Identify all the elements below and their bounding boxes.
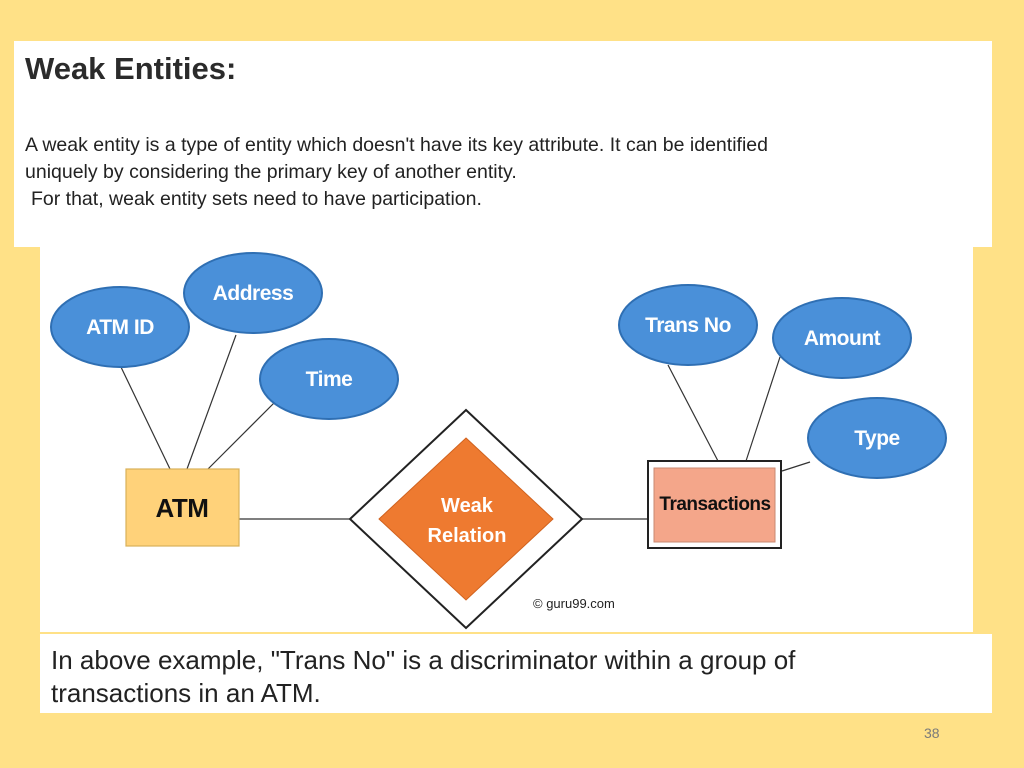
entity-atm: ATM [125, 468, 240, 547]
attribute-atm-id-label: ATM ID [86, 316, 154, 339]
attribute-amount-label: Amount [804, 327, 881, 350]
caption-line-1: In above example, "Trans No" is a discri… [51, 645, 796, 675]
description: A weak entity is a type of entity which … [25, 132, 975, 213]
attribute-address-label: Address [213, 282, 294, 305]
er-diagram: ATM ID Address Time Trans No Amount Type… [50, 252, 947, 630]
page-number: 38 [924, 725, 940, 741]
attribute-trans-no-label: Trans No [645, 314, 731, 337]
attribute-type: Type [807, 397, 947, 479]
attribute-amount-shape [772, 297, 912, 379]
description-line-1: A weak entity is a type of entity which … [25, 134, 768, 156]
attribute-time: Time [259, 338, 399, 420]
relationship-label-line-2: Relation [428, 525, 507, 547]
line-amount-transactions [745, 356, 781, 462]
caption-line-2: transactions in an ATM. [51, 678, 321, 708]
caption-text: In above example, "Trans No" is a discri… [51, 644, 971, 710]
line-atmid-atm [119, 364, 171, 470]
line-time-atm [207, 396, 281, 470]
attribute-trans-no-shape [618, 284, 758, 366]
page-title: Weak Entities: [25, 51, 237, 86]
description-line-3: For that, weak entity sets need to have … [31, 188, 482, 210]
entity-transactions: Transactions [647, 460, 782, 549]
attribute-type-label: Type [854, 427, 899, 450]
entity-atm-box [125, 468, 240, 547]
relationship-weak-relation: Weak Relation [348, 408, 584, 630]
attribute-trans-no: Trans No [618, 284, 758, 366]
attribute-amount: Amount [772, 297, 912, 379]
attribute-address-shape [183, 252, 323, 334]
entity-atm-label: ATM [156, 493, 209, 523]
header-panel: Weak Entities: A weak entity is a type o… [14, 41, 992, 247]
relationship-label-line-1: Weak [441, 495, 494, 517]
line-type-transactions [781, 461, 811, 472]
attribute-atm-id: ATM ID [50, 286, 190, 368]
er-diagram-panel: ATM ID Address Time Trans No Amount Type… [40, 247, 973, 632]
attribute-address: Address [183, 252, 323, 334]
relationship-inner-diamond [378, 437, 554, 601]
copyright-text: © guru99.com [533, 596, 615, 611]
caption-panel: In above example, "Trans No" is a discri… [40, 634, 992, 713]
attribute-atm-id-shape [50, 286, 190, 368]
entity-transactions-label: Transactions [659, 494, 770, 515]
description-line-2: uniquely by considering the primary key … [25, 161, 517, 183]
attribute-time-shape [259, 338, 399, 420]
line-transno-transactions [667, 364, 719, 462]
attribute-type-shape [807, 397, 947, 479]
attribute-time-label: Time [306, 368, 353, 391]
entity-transactions-inner-box [653, 467, 776, 543]
connector-lines [119, 334, 811, 520]
line-address-atm [186, 334, 237, 470]
